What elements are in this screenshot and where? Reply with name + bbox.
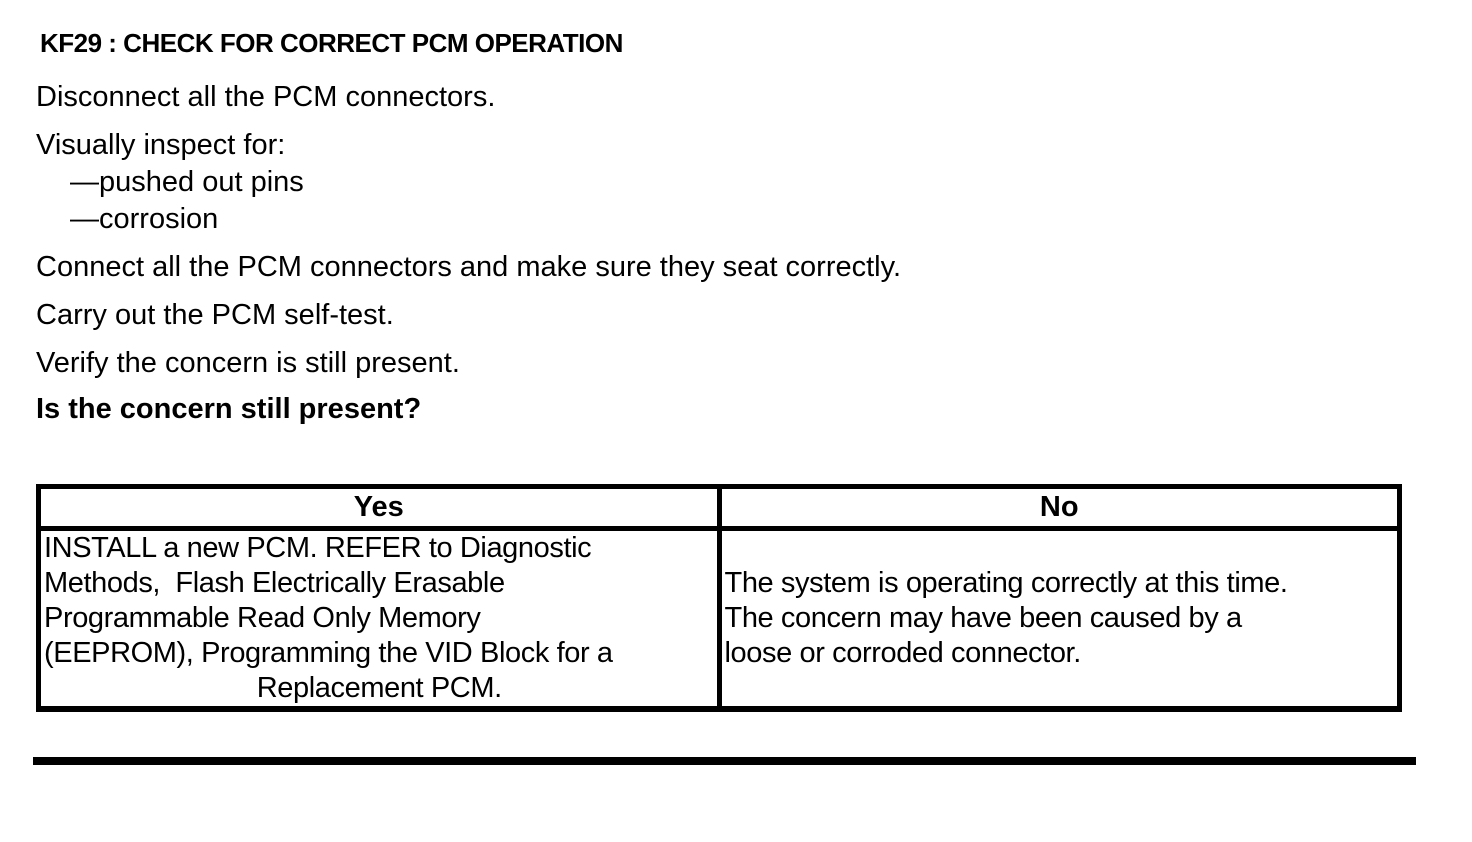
step-disconnect: Disconnect all the PCM connectors.	[36, 81, 496, 113]
decision-table: Yes No INSTALL a new PCM. REFER to Diagn…	[36, 484, 1402, 712]
yes-cell-line: Methods, Flash Electrically Erasable	[44, 567, 505, 599]
decision-table-body-row: INSTALL a new PCM. REFER to Diagnostic M…	[36, 526, 1402, 712]
decision-table-header-row: Yes No	[36, 484, 1402, 531]
document-page: KF29 : CHECK FOR CORRECT PCM OPERATION D…	[0, 28, 1472, 842]
no-cell-line: The concern may have been caused by a	[724, 602, 1243, 634]
no-header-cell: No	[716, 484, 1402, 531]
no-cell-line: The system is operating correctly at thi…	[724, 567, 1288, 599]
no-result-cell: The system is operating correctly at thi…	[716, 526, 1402, 712]
step-verify: Verify the concern is still present.	[36, 347, 460, 379]
procedure-heading: KF29 : CHECK FOR CORRECT PCM OPERATION	[40, 28, 623, 58]
step-connect: Connect all the PCM connectors and make …	[36, 251, 902, 283]
yes-cell-line: Replacement PCM.	[256, 672, 502, 704]
yes-header-cell: Yes	[36, 484, 722, 531]
yes-cell-line: Programmable Read Only Memory	[44, 602, 481, 634]
decision-question: Is the concern still present?	[36, 393, 422, 425]
step-inspect-label: Visually inspect for:	[36, 129, 286, 161]
step-self-test: Carry out the PCM self-test.	[36, 299, 394, 331]
horizontal-rule	[33, 757, 1416, 765]
yes-result-cell: INSTALL a new PCM. REFER to Diagnostic M…	[36, 526, 722, 712]
no-cell-line: loose or corroded connector.	[724, 637, 1082, 669]
inspect-item-corrosion: —corrosion	[70, 203, 219, 235]
yes-cell-line: INSTALL a new PCM. REFER to Diagnostic	[44, 532, 592, 564]
yes-cell-line: (EEPROM), Programming the VID Block for …	[44, 637, 613, 669]
inspect-item-pushed-out-pins: —pushed out pins	[70, 166, 304, 198]
